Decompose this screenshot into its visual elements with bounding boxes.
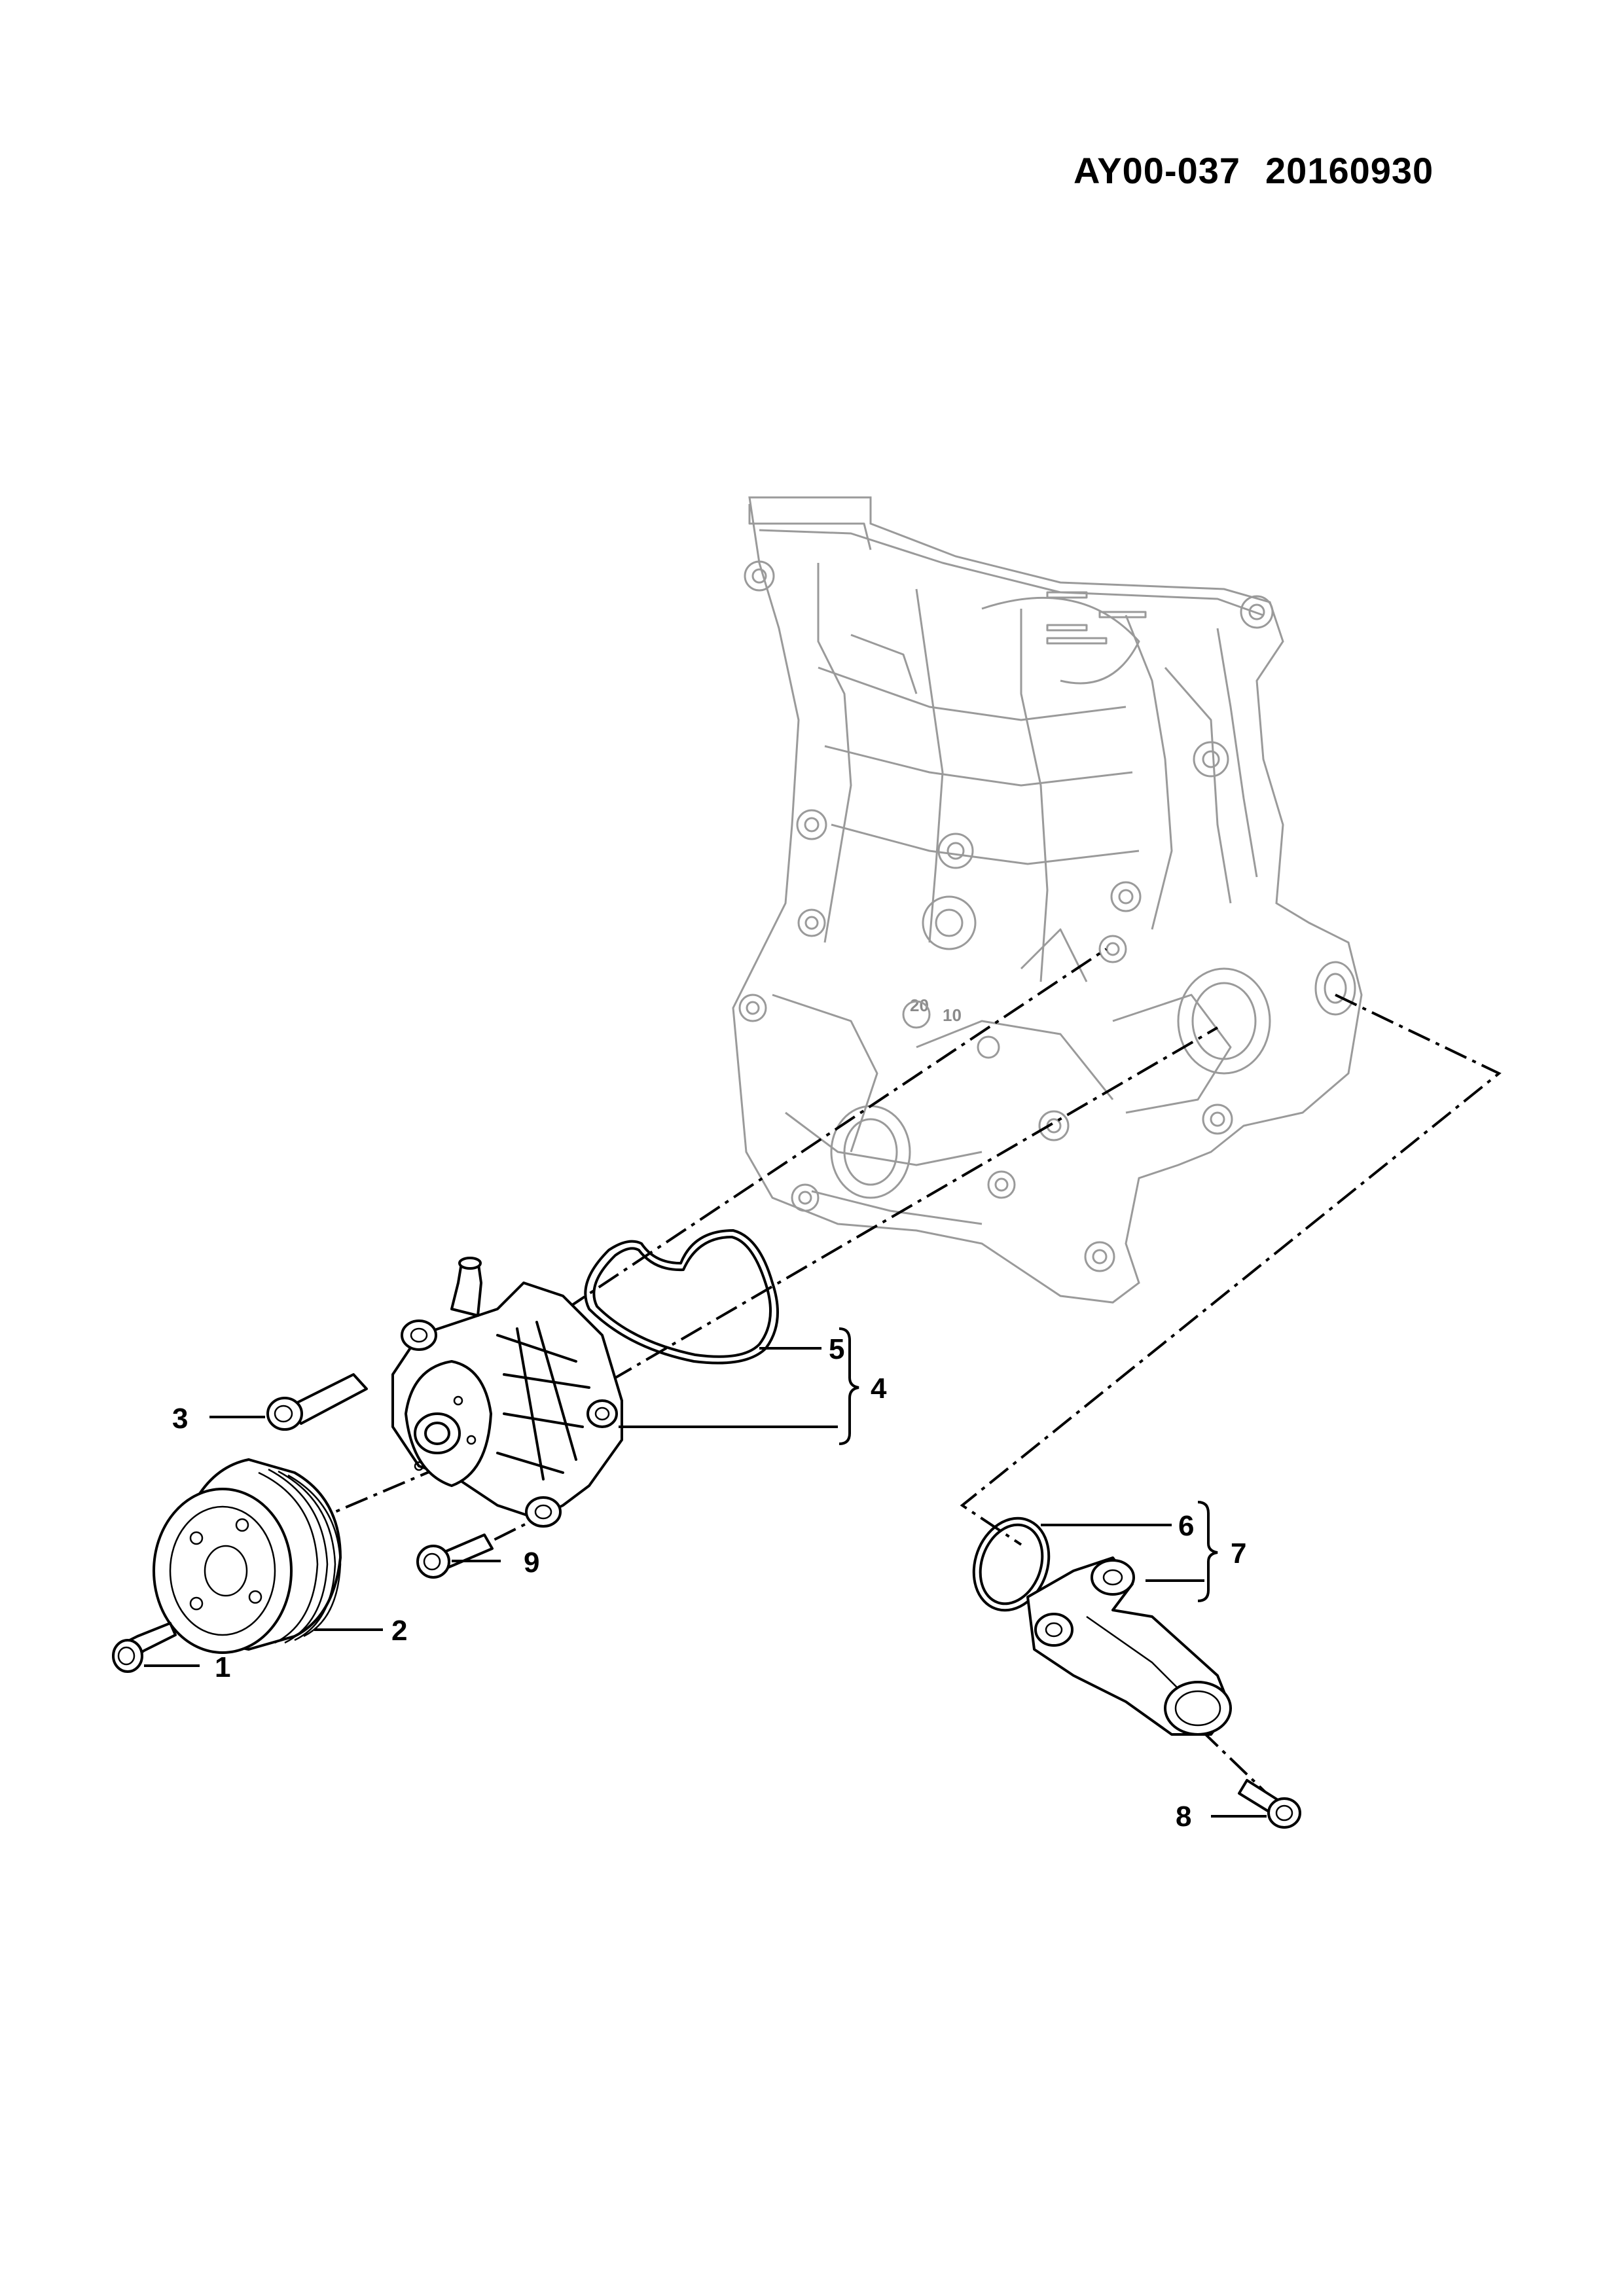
callout-2: 2: [391, 1615, 407, 1647]
callout-6: 6: [1178, 1510, 1194, 1542]
callout-8: 8: [1176, 1801, 1191, 1833]
pump-bolt-axis: [496, 948, 1108, 1356]
callout-leaders: [144, 1327, 1267, 1818]
callout-4: 4: [871, 1372, 887, 1405]
thermostat-axis: [960, 994, 1502, 1546]
callout-1: 1: [215, 1651, 230, 1683]
water-pump: [391, 1257, 623, 1528]
pump-bolt-lower: [416, 1534, 494, 1579]
callout-5: 5: [829, 1333, 844, 1365]
pump-pulley: [153, 1458, 342, 1654]
thermostat-bolt: [1238, 1779, 1301, 1829]
callout-numbers: 1 2 3 4 5 6 7 8 9: [172, 1333, 1246, 1833]
diagram-code: AY00-037: [1074, 150, 1241, 191]
thermostat-housing: [1026, 1556, 1232, 1736]
callout-3: 3: [172, 1403, 188, 1435]
cover-marking-10: 10: [943, 1005, 962, 1025]
document-code: AY00-037 20160930: [1074, 149, 1434, 192]
pump-gasket: [584, 1229, 779, 1365]
pump-center-axis: [575, 1026, 1219, 1402]
callout-9: 9: [524, 1547, 539, 1579]
diagram-date: 20160930: [1265, 150, 1434, 191]
pump-bolt-upper: [266, 1373, 368, 1431]
pulley-bolt: [112, 1622, 177, 1673]
thermostat-o-ring: [972, 1516, 1051, 1612]
callout-7: 7: [1231, 1537, 1246, 1570]
timing-cover-ghost: 20 10: [732, 496, 1363, 1304]
